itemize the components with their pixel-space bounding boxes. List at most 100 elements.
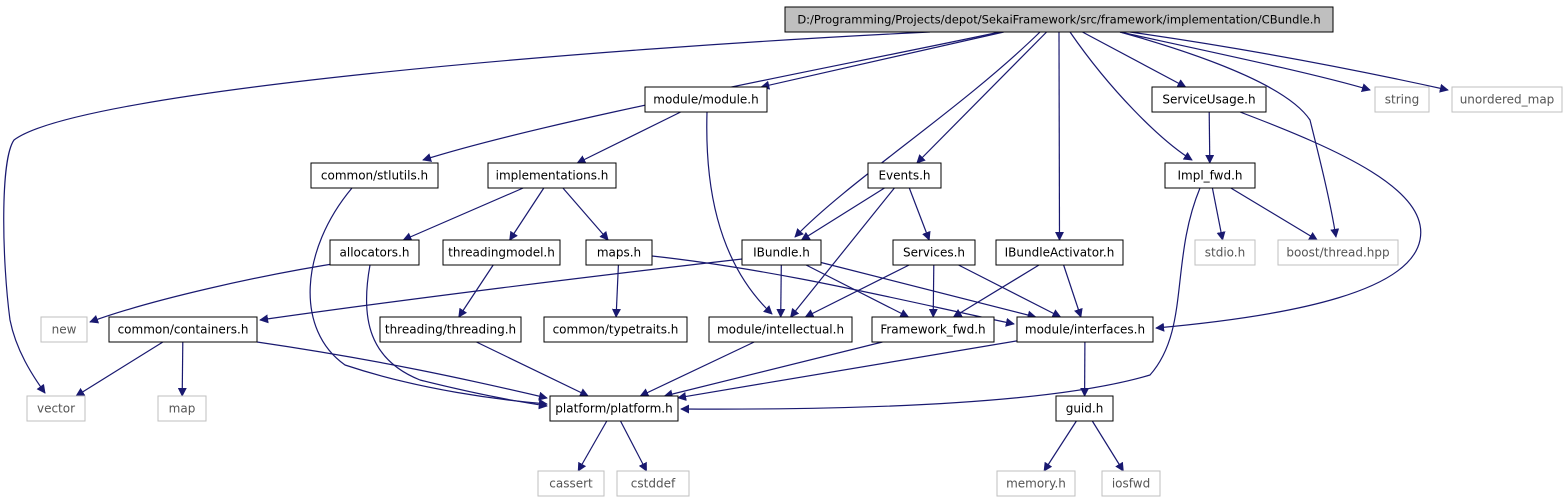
node-label: map — [169, 402, 196, 416]
node-label: implementations.h — [496, 169, 609, 183]
node-intellectual[interactable]: module/intellectual.h — [708, 316, 853, 343]
node-box — [1016, 316, 1154, 343]
edge-maps-to-interfaces — [651, 255, 1015, 327]
edge-threading-to-platform — [476, 341, 589, 397]
node-label: iosfwd — [1112, 477, 1150, 491]
node-vector: vector — [26, 395, 86, 422]
edge-impl_fwd-to-boost_thread — [1230, 187, 1318, 241]
node-allocators[interactable]: allocators.h — [329, 239, 420, 266]
node-label: allocators.h — [340, 246, 410, 260]
node-label: module/intellectual.h — [717, 323, 844, 337]
node-events[interactable]: Events.h — [867, 162, 942, 189]
edge-implementations-to-allocators — [402, 187, 524, 241]
edge-events-to-services — [908, 187, 931, 241]
node-implementations[interactable]: implementations.h — [487, 162, 617, 189]
node-threading[interactable]: threading/threading.h — [379, 316, 522, 343]
edge-framework_fwd-to-platform — [663, 341, 883, 399]
node-boost-thread: boost/thread.hpp — [1277, 239, 1399, 266]
node-box — [867, 162, 942, 189]
node-guid[interactable]: guid.h — [1055, 395, 1114, 422]
node-label: threading/threading.h — [385, 323, 516, 337]
node-label: cassert — [549, 477, 593, 491]
node-label: platform/platform.h — [555, 402, 672, 416]
node-ibundle-activator[interactable]: IBundleActivator.h — [995, 239, 1124, 266]
node-label: module/interfaces.h — [1025, 323, 1145, 337]
node-label: boost/thread.hpp — [1286, 246, 1389, 260]
edge-common_containers-to-vector — [75, 341, 164, 397]
edge-root-to-service_usage — [1082, 31, 1187, 88]
edge-impl_fwd-to-platform — [680, 187, 1201, 414]
node-label: ServiceUsage.h — [1162, 93, 1255, 107]
node-box — [871, 316, 995, 343]
node-label: cstddef — [631, 477, 676, 491]
node-unordered-map: unordered_map — [1451, 86, 1563, 113]
edge-services-to-interfaces — [958, 264, 1062, 318]
node-module-module[interactable]: module/module.h — [644, 86, 768, 113]
edge-service_usage-to-impl_fwd — [1205, 111, 1215, 164]
node-label: memory.h — [1006, 477, 1066, 491]
edge-root-to-impl_fwd — [1069, 31, 1193, 161]
edge-events-to-ibundle — [800, 187, 885, 241]
node-box — [543, 316, 688, 343]
edge-root-to-ibundle_activator — [1054, 31, 1064, 241]
node-box — [1277, 239, 1399, 266]
node-box — [329, 239, 420, 266]
node-label: IBundle.h — [753, 246, 810, 260]
edge-ibundle-to-intellectual — [776, 264, 786, 318]
node-box — [40, 316, 88, 343]
edge-root-to-events — [916, 31, 1048, 164]
node-box — [1101, 470, 1161, 497]
node-services[interactable]: Services.h — [892, 239, 976, 266]
edge-root-to-unordered_map — [1129, 31, 1449, 93]
edge-interfaces-to-platform — [677, 340, 1018, 401]
edge-ibundle-to-common_containers — [259, 256, 761, 324]
node-threadingmodel[interactable]: threadingmodel.h — [442, 239, 561, 266]
node-cassert: cassert — [537, 470, 605, 497]
node-box — [585, 239, 653, 266]
edge-module_module-to-implementations — [576, 111, 681, 164]
node-label: Services.h — [903, 246, 965, 260]
node-platform[interactable]: platform/platform.h — [549, 395, 679, 422]
node-label: maps.h — [597, 246, 641, 260]
node-impl-fwd[interactable]: Impl_fwd.h — [1164, 162, 1256, 189]
node-framework-fwd[interactable]: Framework_fwd.h — [871, 316, 995, 343]
node-iosfwd: iosfwd — [1101, 470, 1161, 497]
node-service-usage[interactable]: ServiceUsage.h — [1151, 86, 1267, 113]
node-map: map — [157, 395, 207, 422]
node-root[interactable]: D:/Programming/Projects/depot/SekaiFrame… — [784, 6, 1334, 33]
node-box — [1055, 395, 1114, 422]
node-ibundle[interactable]: IBundle.h — [741, 239, 822, 266]
edge-allocators-to-platform — [365, 264, 548, 410]
node-box — [892, 239, 976, 266]
edge-service_usage-to-interfaces — [1155, 111, 1422, 332]
node-common-stlutils[interactable]: common/stlutils.h — [310, 162, 439, 189]
node-interfaces[interactable]: module/interfaces.h — [1016, 316, 1154, 343]
node-label: stdio.h — [1205, 246, 1245, 260]
edge-ibundle_activator-to-interfaces — [1063, 264, 1083, 318]
edge-guid-to-memory — [1043, 420, 1077, 472]
node-box — [1151, 86, 1267, 113]
node-box — [157, 395, 207, 422]
node-box — [1451, 86, 1563, 113]
node-label: unordered_map — [1460, 93, 1555, 107]
node-label: Framework_fwd.h — [880, 323, 985, 337]
node-common-containers[interactable]: common/containers.h — [108, 316, 258, 343]
edge-platform-to-cassert — [577, 420, 608, 472]
edge-services-to-framework_fwd — [928, 264, 938, 318]
edge-platform-to-cstddef — [619, 420, 648, 472]
node-typetraits[interactable]: common/typetraits.h — [543, 316, 688, 343]
edge-ibundle_activator-to-framework_fwd — [952, 264, 1040, 318]
edge-guid-to-iosfwd — [1091, 420, 1124, 472]
node-label: module/module.h — [653, 93, 758, 107]
node-box — [442, 239, 561, 266]
node-maps[interactable]: maps.h — [585, 239, 653, 266]
nodes-layer: D:/Programming/Projects/depot/SekaiFrame… — [26, 6, 1563, 497]
edges-layer — [3, 31, 1449, 472]
node-label: common/containers.h — [118, 323, 249, 337]
node-box — [310, 162, 439, 189]
edge-allocators-to-new — [89, 261, 346, 324]
node-box — [537, 470, 605, 497]
node-box — [995, 239, 1124, 266]
node-box — [108, 316, 258, 343]
